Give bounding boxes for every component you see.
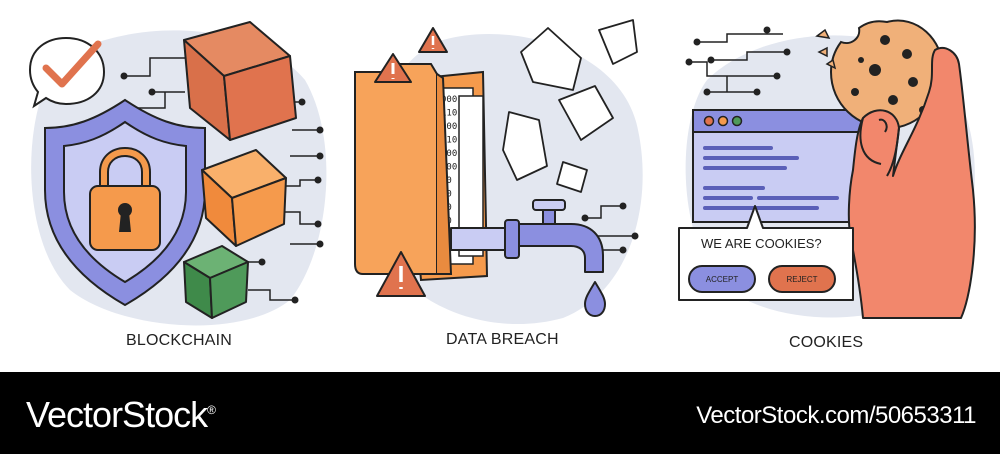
hand-icon bbox=[847, 46, 976, 319]
data-breach-caption: DATA BREACH bbox=[446, 331, 559, 348]
binary-line: 000 bbox=[441, 122, 457, 132]
cookies-caption: COOKIES bbox=[789, 334, 864, 351]
cookie-dialog-title: WE ARE COOKIES? bbox=[701, 236, 822, 251]
green-block-cube bbox=[183, 245, 249, 319]
binary-line: 000 bbox=[441, 163, 457, 173]
vectorstock-logo: VectorStock® bbox=[26, 394, 216, 436]
binary-line: 000 bbox=[441, 95, 457, 105]
check-bubble-icon bbox=[28, 36, 106, 109]
accept-button[interactable]: ACCEPT bbox=[688, 265, 756, 293]
cookies-illustration: WE ARE COOKIES? ACCEPT REJECT bbox=[678, 19, 976, 319]
faucet-icon bbox=[450, 199, 606, 317]
blockchain-panel: BLOCKCHAIN bbox=[0, 0, 333, 372]
image-id: VectorStock.com/50653311 bbox=[696, 402, 976, 429]
registered-mark: ® bbox=[207, 403, 216, 417]
warning-icon bbox=[374, 27, 448, 297]
water-drop-icon bbox=[584, 281, 606, 317]
shield-lock-icon bbox=[44, 98, 206, 307]
watermark-bar: VectorStock® VectorStock.com/50653311 bbox=[0, 372, 1000, 454]
red-block-cube bbox=[183, 21, 297, 141]
window-controls-icon bbox=[703, 115, 743, 127]
reject-button[interactable]: REJECT bbox=[768, 265, 836, 293]
cookies-panel: WE ARE COOKIES? ACCEPT REJECT COOKIES bbox=[667, 0, 1000, 372]
flying-papers-icon bbox=[502, 19, 638, 193]
reject-button-label: REJECT bbox=[786, 275, 817, 284]
accept-button-label: ACCEPT bbox=[706, 275, 739, 284]
binary-line: 110 bbox=[441, 109, 457, 119]
data-breach-panel: 0001100001100000000000000000 DATA BRE bbox=[333, 0, 667, 372]
binary-line: 110 bbox=[441, 136, 457, 146]
blockchain-caption: BLOCKCHAIN bbox=[126, 332, 233, 349]
blockchain-illustration bbox=[28, 21, 327, 326]
orange-block-cube bbox=[201, 149, 287, 247]
brand-name: VectorStock bbox=[26, 394, 208, 435]
data-breach-illustration: 0001100001100000000000000000 bbox=[354, 19, 643, 325]
binary-line: 000 bbox=[441, 149, 457, 159]
